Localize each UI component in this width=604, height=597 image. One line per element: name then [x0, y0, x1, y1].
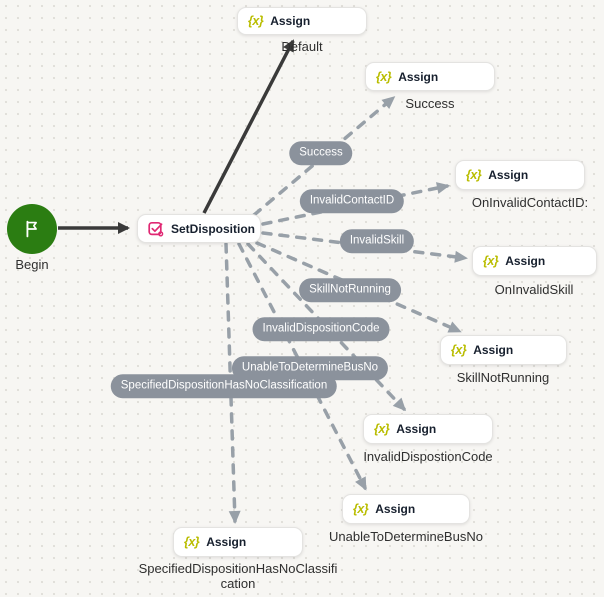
assign-node-success[interactable]: {x} Assign — [365, 62, 495, 91]
variable-braces-icon: {x} — [466, 168, 482, 182]
assign-node-success-caption: Success — [405, 96, 455, 111]
assign-node-title: Assign — [375, 502, 416, 516]
assign-node-title: Assign — [473, 343, 514, 357]
assign-node-unabletodeterminebusno[interactable]: {x} Assign — [342, 494, 470, 524]
assign-node-oninvalidskill[interactable]: {x} Assign — [472, 246, 597, 276]
branch-label-invaliddispositioncode[interactable]: InvalidDispositionCode — [252, 317, 390, 341]
branch-label-invalidskill[interactable]: InvalidSkill — [339, 229, 415, 253]
branch-label-success[interactable]: Success — [289, 141, 353, 165]
connector-invaliddispositioncode[interactable] — [246, 242, 407, 412]
setdisposition-node[interactable]: SetDisposition — [137, 214, 261, 243]
variable-braces-icon: {x} — [248, 14, 264, 28]
assign-node-default-caption: Default — [281, 39, 323, 54]
begin-node-caption: Begin — [15, 257, 49, 272]
branch-label-unabletodeterminebusno[interactable]: UnableToDetermineBusNo — [231, 356, 389, 380]
assign-node-invaliddispostioncode-caption: InvalidDispostionCode — [363, 449, 493, 464]
setdisposition-node-title: SetDisposition — [171, 221, 256, 236]
branch-label-invalidcontactid[interactable]: InvalidContactID — [299, 189, 405, 213]
variable-braces-icon: {x} — [353, 502, 369, 516]
assign-node-specifieddispositionhasnoclassification[interactable]: {x} Assign — [173, 527, 303, 557]
assign-node-oninvalidcontactid-caption: OnInvalidContactID: — [471, 195, 589, 210]
checkbox-check-icon — [148, 221, 164, 237]
assign-node-specifieddispositionhasnoclassification-caption: SpecifiedDispositionHasNoClassification — [138, 561, 338, 591]
assign-node-title: Assign — [505, 254, 546, 268]
variable-braces-icon: {x} — [483, 254, 499, 268]
assign-node-title: Assign — [488, 168, 529, 182]
assign-node-default[interactable]: {x} Assign — [237, 7, 367, 35]
begin-node[interactable] — [7, 204, 57, 254]
assign-node-oninvalidcontactid[interactable]: {x} Assign — [455, 160, 585, 190]
variable-braces-icon: {x} — [184, 535, 200, 549]
assign-node-unabletodeterminebusno-caption: UnableToDetermineBusNo — [329, 529, 483, 544]
assign-node-skillnotrunning[interactable]: {x} Assign — [440, 335, 567, 365]
assign-node-oninvalidskill-caption: OnInvalidSkill — [494, 282, 574, 297]
variable-braces-icon: {x} — [374, 422, 390, 436]
assign-node-title: Assign — [398, 69, 439, 84]
assign-node-title: Assign — [396, 422, 437, 436]
branch-label-skillnotrunning[interactable]: SkillNotRunning — [299, 278, 401, 302]
branch-label-specifieddispositionhasnoclassification[interactable]: SpecifiedDispositionHasNoClassification — [110, 374, 338, 398]
assign-node-title: Assign — [270, 14, 311, 28]
assign-node-skillnotrunning-caption: SkillNotRunning — [456, 370, 550, 385]
flag-icon — [21, 218, 43, 240]
variable-braces-icon: {x} — [376, 69, 392, 84]
assign-node-invaliddispostioncode[interactable]: {x} Assign — [363, 414, 493, 444]
variable-braces-icon: {x} — [451, 343, 467, 357]
connector-default[interactable] — [202, 39, 295, 214]
assign-node-title: Assign — [206, 535, 247, 549]
